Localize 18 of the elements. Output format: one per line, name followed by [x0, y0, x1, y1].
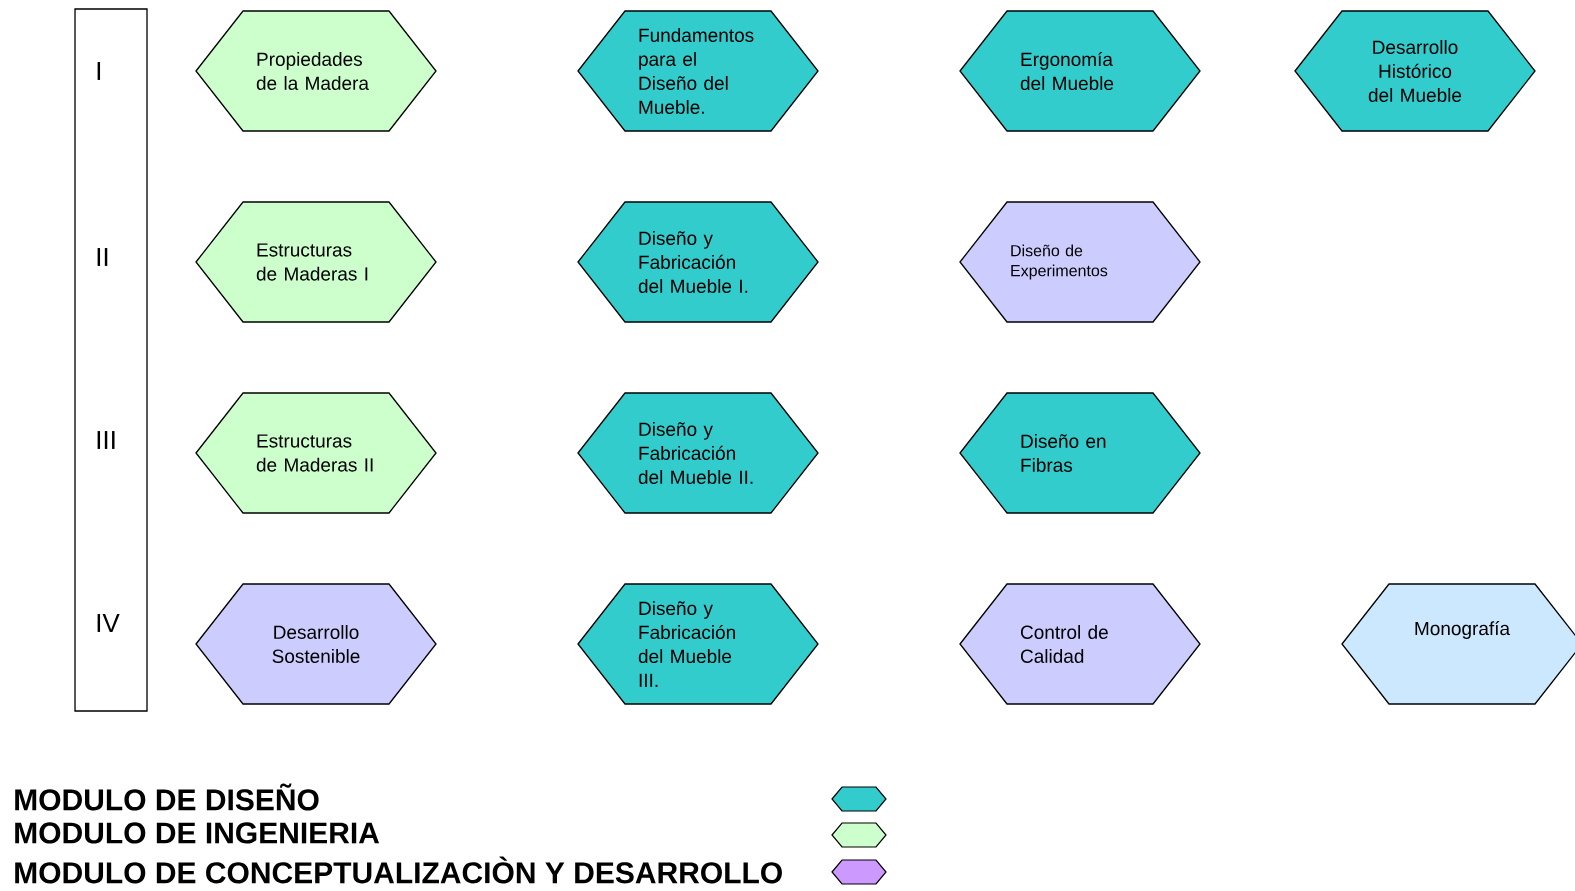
module-hexagon: Desarrollo Sostenible	[195, 583, 437, 705]
legend-text: MODULO DE DISEÑO	[15, 783, 319, 811]
module-hexagon: Control de Calidad	[959, 583, 1201, 705]
legend-text: MODULO DE INGENIERIA	[15, 822, 380, 844]
module-hexagon: Monografía	[1341, 583, 1575, 705]
module-hexagon: Desarrollo Histórico del Mueble	[1294, 10, 1536, 132]
module-hexagon: Diseño y Fabricación del Mueble III.	[577, 583, 819, 705]
module-hexagon: Diseño y Fabricación del Mueble I.	[577, 201, 819, 323]
module-hexagon: Fundamentos para el Diseño del Mueble.	[577, 10, 819, 132]
module-hexagon: Diseño en Fibras	[959, 392, 1201, 514]
module-hexagon: Diseño y Fabricación del Mueble II.	[577, 392, 819, 514]
module-hexagon: Ergonomía del Mueble	[959, 10, 1201, 132]
semester-column: I II III IV	[74, 8, 148, 712]
module-hexagon: Propiedades de la Madera	[195, 10, 437, 132]
module-hexagon: Estructuras de Maderas I	[195, 201, 437, 323]
legend-text: MODULO DE CONCEPTUALIZACIÒN Y DESARROLLO	[15, 856, 782, 884]
module-hexagon: Estructuras de Maderas II	[195, 392, 437, 514]
module-hexagon: Diseño de Experimentos	[959, 201, 1201, 323]
